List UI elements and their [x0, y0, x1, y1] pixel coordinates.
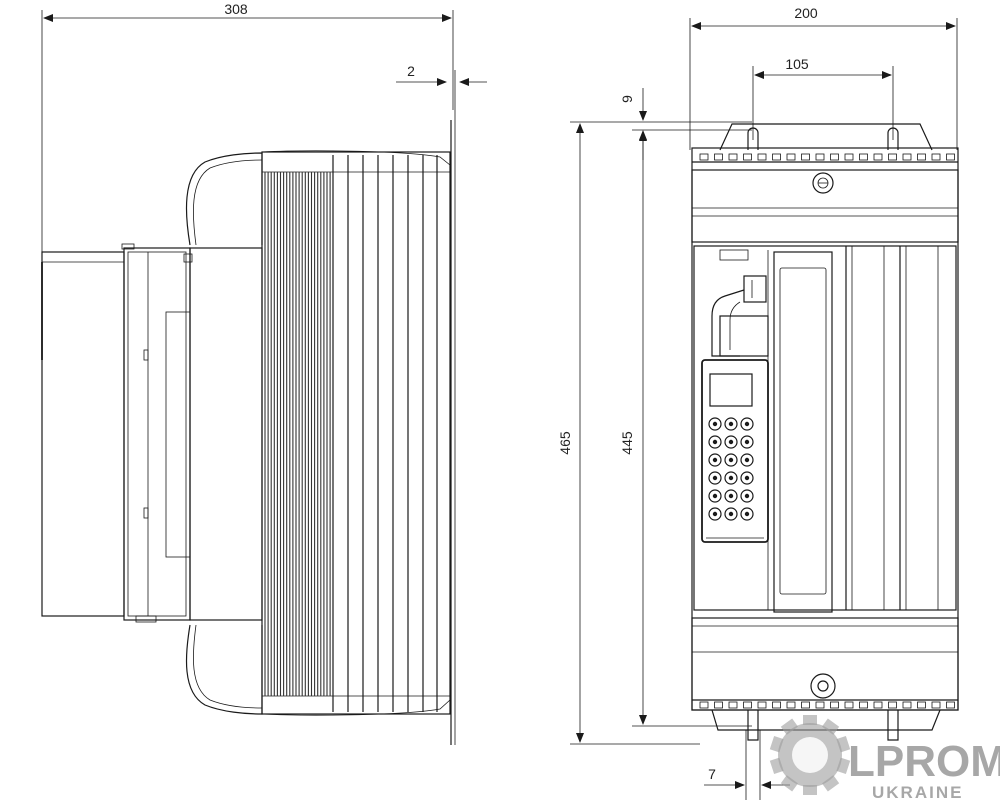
vent-slot: [844, 153, 854, 161]
gear-logo-icon: [769, 715, 851, 795]
vent-slot: [902, 153, 912, 161]
vent-slot: [743, 701, 752, 709]
vent-slot: [699, 153, 709, 161]
vent-slot: [786, 153, 796, 161]
vent-slot: [815, 153, 825, 161]
dim-width-total: 200: [689, 5, 958, 150]
vent-slot: [757, 153, 767, 161]
front-view: 200 105 9 465 445: [557, 5, 959, 800]
keypad-key: [740, 507, 754, 521]
vent-slot: [902, 701, 912, 709]
dim-label-9: 9: [619, 95, 635, 103]
vent-slot: [786, 701, 796, 709]
vent-slot: [699, 701, 709, 709]
vent-slot: [931, 153, 941, 161]
vent-slot: [743, 153, 752, 161]
keypad-key: [724, 471, 738, 485]
vent-slot: [844, 701, 854, 709]
dim-hole-spacing: 105: [752, 56, 894, 140]
keypad-key: [724, 507, 738, 521]
vent-slot: [830, 701, 839, 709]
keypad-key: [708, 417, 722, 431]
dim-label-2: 2: [407, 63, 415, 79]
dim-label-105: 105: [785, 56, 809, 72]
vent-slot: [757, 701, 767, 709]
keypad-key: [740, 417, 754, 431]
vent-slot: [859, 153, 868, 161]
keypad-key: [724, 453, 738, 467]
keypad-key: [708, 435, 722, 449]
vent-slot: [830, 153, 839, 161]
keypad-key: [708, 471, 722, 485]
dim-height-total: 465: [557, 123, 700, 745]
dim-hole-height: 445: [619, 131, 752, 727]
vent-slot: [917, 701, 926, 709]
top-vent-slots: [699, 153, 955, 161]
vent-slot: [859, 701, 868, 709]
brand-name: LPROM: [848, 737, 1000, 786]
dim-top-offset: 9: [570, 88, 752, 160]
keypad-key: [740, 435, 754, 449]
bottom-vent-slots: [699, 701, 955, 709]
vent-slot: [873, 153, 883, 161]
dim-label-445: 445: [619, 431, 635, 455]
keypad-key: [724, 435, 738, 449]
dim-label-7: 7: [708, 766, 716, 782]
vent-slot: [815, 701, 825, 709]
keypad-key: [740, 453, 754, 467]
heatsink-dense-fins: [264, 172, 331, 696]
keypad-key: [740, 471, 754, 485]
vent-slot: [946, 153, 955, 161]
bottom-screw: [810, 673, 836, 699]
dim-depth-total: 308: [41, 1, 454, 255]
top-mounting-bracket: [719, 123, 933, 151]
vent-slot: [946, 701, 955, 709]
heatsink-sparse-fins: [332, 155, 438, 712]
keypad-key: [708, 507, 722, 521]
top-screw: [812, 172, 834, 194]
vent-slot: [801, 153, 810, 161]
vent-slot: [873, 701, 883, 709]
vent-slot: [888, 701, 897, 709]
vent-slot: [772, 153, 781, 161]
keypad-key: [740, 489, 754, 503]
keypad-key: [724, 489, 738, 503]
dim-label-308: 308: [224, 1, 248, 17]
vent-slot: [917, 153, 926, 161]
brand-country: UKRAINE: [872, 783, 963, 800]
vent-slot: [714, 701, 723, 709]
keypad-keys: [708, 417, 754, 521]
vent-slot: [772, 701, 781, 709]
keypad-unit: [701, 359, 769, 543]
vent-slot: [931, 701, 941, 709]
dim-slot-width: 7: [704, 730, 790, 800]
keypad-key: [708, 453, 722, 467]
vent-slot: [728, 153, 738, 161]
dim-mount-offset: 2: [396, 63, 487, 745]
keypad-key: [708, 489, 722, 503]
keypad-key: [724, 417, 738, 431]
side-view: 308 2: [41, 1, 487, 745]
dim-label-200: 200: [794, 5, 818, 21]
vent-slot: [728, 701, 738, 709]
dim-label-465: 465: [557, 431, 573, 455]
brand-watermark: LPROM UKRAINE: [769, 715, 1000, 800]
vent-slot: [801, 701, 810, 709]
vent-slot: [714, 153, 723, 161]
vent-slot: [888, 153, 897, 161]
keypad-cable: [711, 249, 769, 357]
